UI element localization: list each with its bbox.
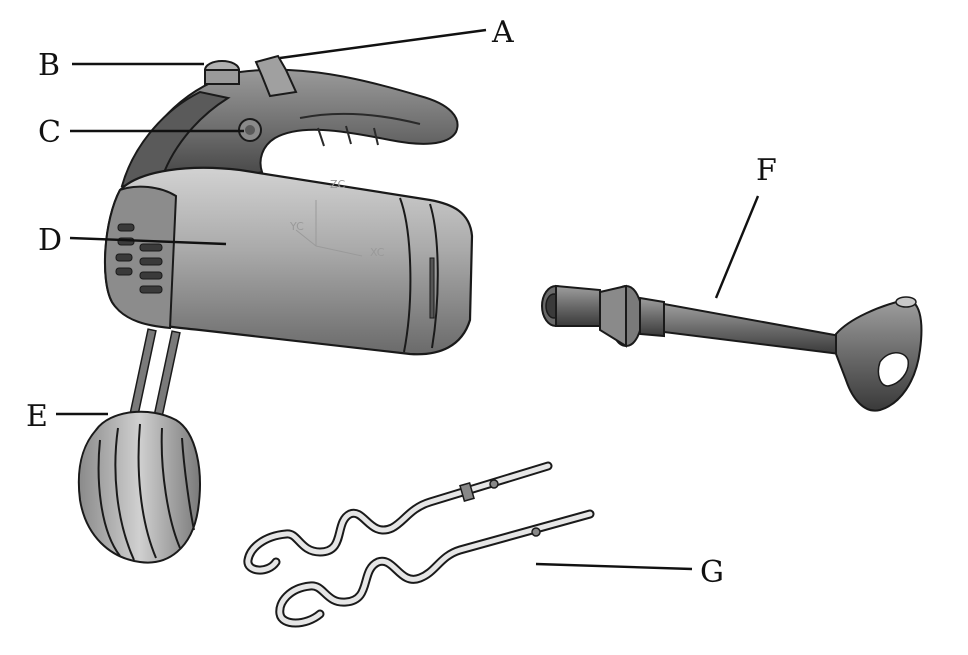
label-e: E: [26, 399, 48, 434]
cad-yc-mark: YC: [289, 220, 304, 233]
leader-d: [69, 236, 227, 246]
leader-g: [535, 562, 693, 571]
blender-attachment: [541, 284, 923, 412]
inserted-beaters: [77, 328, 201, 564]
cad-zc-mark: ZC: [330, 178, 346, 191]
cad-xc-mark: XC: [370, 246, 385, 259]
label-g: G: [700, 555, 724, 590]
label-f: F: [756, 153, 777, 188]
label-d: D: [38, 223, 62, 258]
label-b: B: [38, 48, 60, 83]
dough-hooks: [243, 461, 595, 628]
leader-a: [279, 28, 487, 60]
label-a: A: [491, 15, 514, 50]
label-c: C: [38, 115, 61, 150]
vent-slots: [115, 223, 163, 294]
leader-f: [714, 195, 760, 299]
eject-lever: [254, 54, 298, 98]
mixer-body: ZC YC XC: [103, 54, 474, 356]
